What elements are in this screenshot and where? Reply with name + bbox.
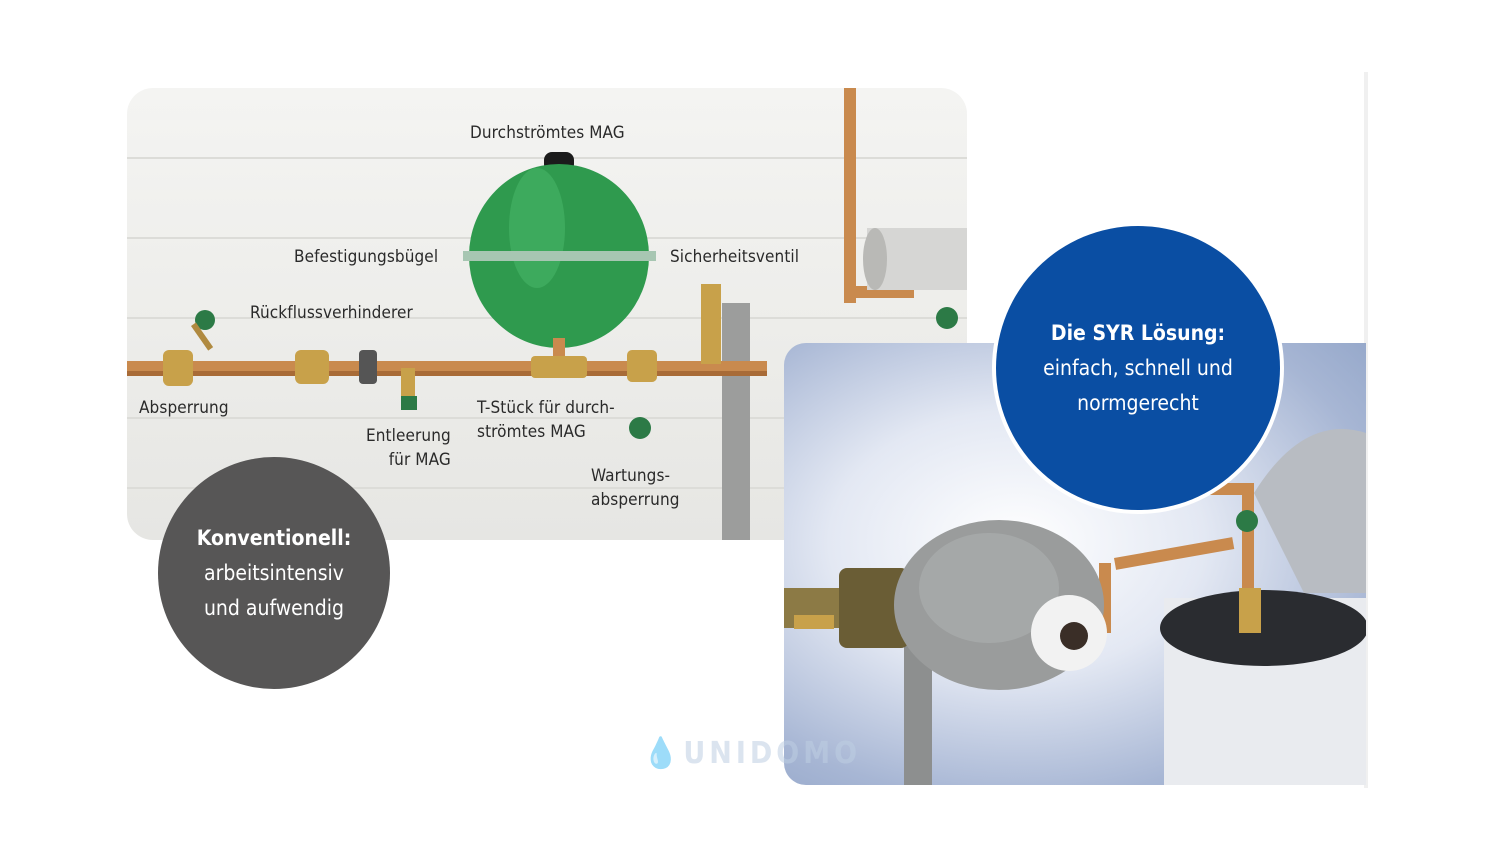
- watermark-drop-icon: 💧: [642, 736, 684, 771]
- syr-solution-illustration: [784, 429, 1366, 785]
- callout-durchstroemtes-mag: Durchströmtes MAG: [470, 123, 625, 143]
- conventional-badge-line-2: und aufwendig: [203, 595, 345, 620]
- syr-solution-badge-line-1: einfach, schnell und: [1043, 355, 1233, 380]
- syr-solution-badge-title: Die SYR Lösung:: [1050, 320, 1226, 345]
- watermark-logo: 💧UNIDOMO: [642, 736, 861, 771]
- callout-t-stueck: T-Stück für durch- strömtes MAG: [477, 398, 615, 442]
- watermark-text: UNIDOMO: [683, 736, 862, 771]
- conventional-badge-title: Konventionell:: [196, 525, 352, 550]
- callout-entleerung: Entleerung für MAG: [366, 426, 451, 470]
- callout-absperrung: Absperrung: [139, 398, 229, 418]
- callout-sicherheitsventil: Sicherheitsventil: [670, 247, 800, 267]
- conventional-badge: Konventionell: arbeitsintensiv und aufwe…: [158, 457, 390, 689]
- syr-solution-badge-line-2: normgerecht: [1077, 390, 1199, 415]
- conventional-badge-line-1: arbeitsintensiv: [204, 560, 344, 585]
- callout-wartungsabsperrung: Wartungs- absperrung: [591, 466, 680, 510]
- syr-solution-badge: Die SYR Lösung: einfach, schnell und nor…: [996, 226, 1280, 510]
- callout-befestigungsbuegel: Befestigungsbügel: [294, 247, 439, 267]
- callout-rueckflussverhinderer: Rückflussverhinderer: [250, 303, 413, 323]
- page-edge-rule: [1364, 72, 1368, 788]
- conventional-installation-illustration: [127, 88, 967, 540]
